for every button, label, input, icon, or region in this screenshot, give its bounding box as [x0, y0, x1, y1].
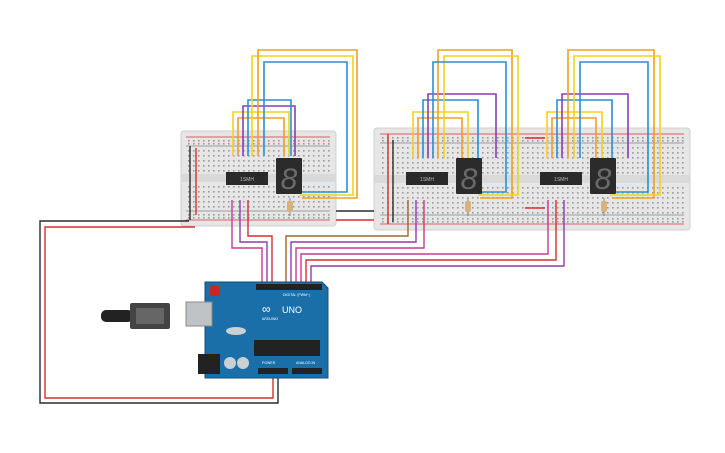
arduino-logo: ∞: [262, 302, 271, 316]
shift-register-1[interactable]: 1SMH: [226, 172, 268, 185]
seven-segment-display-2[interactable]: 8: [456, 158, 482, 196]
power-jack: [198, 354, 220, 374]
analog-label: ANALOG IN: [296, 361, 316, 365]
shift-register-label: 1SMH: [554, 177, 568, 183]
reset-button[interactable]: [210, 286, 220, 296]
breadboard-right[interactable]: [373, 127, 691, 231]
model-label: UNO: [282, 305, 302, 315]
analog-header: [292, 368, 322, 374]
shift-register-2[interactable]: 1SMH: [406, 172, 448, 185]
microcontroller-chip: [254, 340, 320, 356]
power-wires[interactable]: [39, 134, 545, 404]
usb-port: [185, 301, 213, 327]
breadboard-holes: [382, 137, 684, 223]
digital-header: [256, 284, 322, 290]
power-label: POWER: [262, 361, 276, 365]
seven-segment-display-1[interactable]: 8: [276, 158, 302, 196]
resistor-3[interactable]: [601, 198, 607, 216]
crystal: [226, 327, 246, 335]
display-digit: 8: [281, 163, 298, 196]
signal-wires[interactable]: [231, 200, 565, 284]
brand-label: ARDUINO: [262, 317, 278, 321]
seven-segment-display-3[interactable]: 8: [590, 158, 616, 196]
capacitor: [224, 357, 236, 369]
jumper-wires-top[interactable]: [232, 49, 661, 199]
display-digit: 8: [595, 163, 612, 196]
shift-register-3[interactable]: 1SMH: [540, 172, 582, 185]
arduino-uno-board[interactable]: ∞ UNO ARDUINO DIGITAL (PWM~) POWER ANALO…: [185, 281, 329, 379]
display-digit: 8: [461, 163, 478, 196]
digital-label: DIGITAL (PWM~): [283, 293, 310, 297]
power-header: [258, 368, 288, 374]
resistor-2[interactable]: [465, 198, 471, 216]
shift-register-label: 1SMH: [420, 177, 434, 183]
resistor-1[interactable]: [287, 198, 293, 216]
capacitor: [237, 357, 249, 369]
shift-register-label: 1SMH: [240, 177, 254, 183]
usb-cable[interactable]: [101, 303, 170, 329]
